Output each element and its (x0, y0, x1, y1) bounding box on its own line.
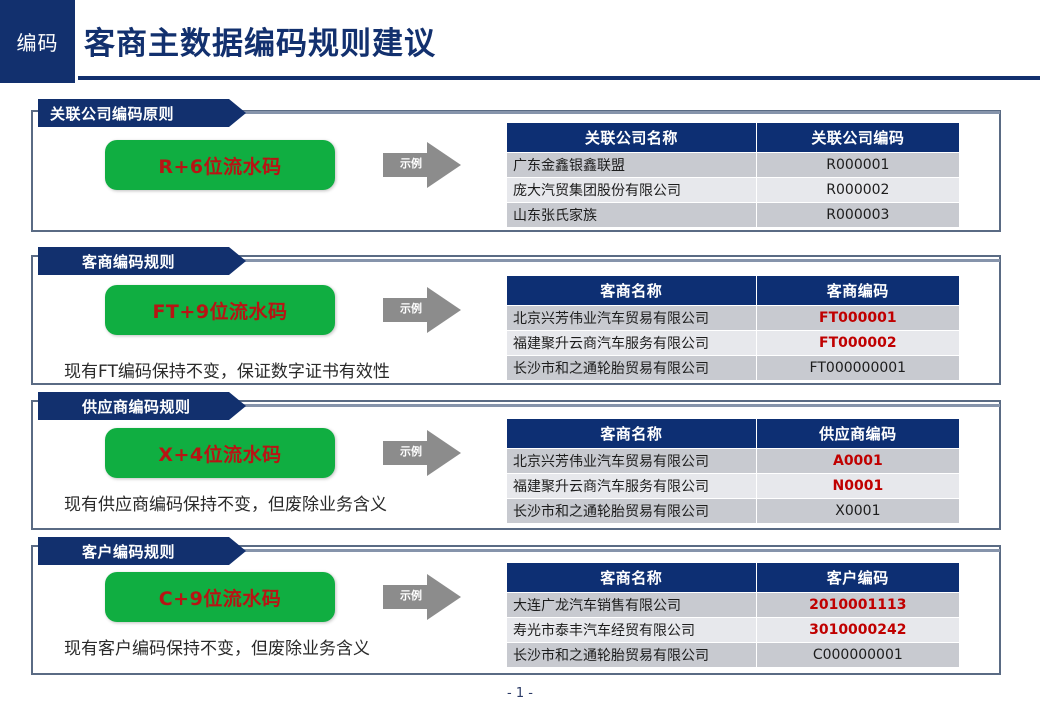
header-divider (78, 76, 1040, 80)
table-row: 大连广龙汽车销售有限公司 2010001113 (507, 593, 959, 617)
table-header-row: 客商名称 供应商编码 (507, 419, 959, 448)
cell-code: 3010000242 (756, 618, 959, 642)
rule-pill-1: R+6位流水码 (105, 140, 335, 190)
rule-pill-4: C+9位流水码 (105, 572, 335, 622)
example-table-1: 关联公司名称 关联公司编码 广东金鑫银鑫联盟 R000001 庞大汽贸集团股份有… (506, 122, 960, 228)
page-number: - 1 - (507, 686, 533, 701)
section-banner-label-1: 关联公司编码原则 (50, 104, 175, 123)
section-note-2: 现有FT编码保持不变，保证数字证书有效性 (64, 362, 390, 382)
cell-name: 广东金鑫银鑫联盟 (507, 153, 756, 177)
section-banner-line-2 (243, 259, 1000, 262)
arrow-shaft (383, 298, 435, 322)
cell-code: X0001 (756, 499, 959, 523)
table-row: 长沙市和之通轮胎贸易有限公司 X0001 (507, 499, 959, 523)
cell-code: R000003 (756, 203, 959, 227)
page-title: 客商主数据编码规则建议 (84, 26, 436, 62)
cell-code: 2010001113 (756, 593, 959, 617)
table-row: 北京兴芳伟业汽车贸易有限公司 A0001 (507, 449, 959, 473)
table-row: 长沙市和之通轮胎贸易有限公司 FT000000001 (507, 356, 959, 380)
arrow-label-1: 示例 (400, 157, 422, 170)
arrow-head-icon (427, 430, 461, 476)
column-header-name: 客商名称 (507, 419, 756, 448)
column-header-name: 关联公司名称 (507, 123, 756, 152)
cell-name: 福建聚升云商汽车服务有限公司 (507, 474, 756, 498)
section-banner-2: 客商编码规则 (38, 247, 246, 275)
table-header-row: 客商名称 客户编码 (507, 563, 959, 592)
cell-code: FT000002 (756, 331, 959, 355)
cell-name: 长沙市和之通轮胎贸易有限公司 (507, 643, 756, 667)
section-banner-line-1 (243, 111, 1000, 114)
arrow-label-2: 示例 (400, 302, 422, 315)
cell-name: 大连广龙汽车销售有限公司 (507, 593, 756, 617)
example-arrow-3: 示例 (383, 430, 461, 476)
arrow-label-4: 示例 (400, 589, 422, 602)
cell-code: C000000001 (756, 643, 959, 667)
cell-code: R000002 (756, 178, 959, 202)
example-arrow-4: 示例 (383, 574, 461, 620)
example-table-4: 客商名称 客户编码 大连广龙汽车销售有限公司 2010001113 寿光市泰丰汽… (506, 562, 960, 668)
column-header-code: 供应商编码 (756, 419, 959, 448)
table-header-row: 客商名称 客商编码 (507, 276, 959, 305)
example-arrow-2: 示例 (383, 287, 461, 333)
cell-name: 福建聚升云商汽车服务有限公司 (507, 331, 756, 355)
section-banner-4: 客户编码规则 (38, 537, 246, 565)
section-banner-3: 供应商编码规则 (38, 392, 246, 420)
rule-pill-3: X+4位流水码 (105, 428, 335, 478)
cell-code: R000001 (756, 153, 959, 177)
arrow-head-icon (427, 287, 461, 333)
section-note-3: 现有供应商编码保持不变，但废除业务含义 (64, 495, 387, 515)
table-row: 寿光市泰丰汽车经贸有限公司 3010000242 (507, 618, 959, 642)
column-header-code: 关联公司编码 (756, 123, 959, 152)
column-header-code: 客户编码 (756, 563, 959, 592)
cell-name: 寿光市泰丰汽车经贸有限公司 (507, 618, 756, 642)
cell-name: 山东张氏家族 (507, 203, 756, 227)
column-header-name: 客商名称 (507, 563, 756, 592)
cell-name: 北京兴芳伟业汽车贸易有限公司 (507, 306, 756, 330)
table-row: 广东金鑫银鑫联盟 R000001 (507, 153, 959, 177)
table-header-row: 关联公司名称 关联公司编码 (507, 123, 959, 152)
arrow-shaft (383, 153, 435, 177)
cell-code: FT000001 (756, 306, 959, 330)
column-header-name: 客商名称 (507, 276, 756, 305)
cell-code: A0001 (756, 449, 959, 473)
section-banner-line-3 (243, 404, 1000, 407)
slide-header: 编码 客商主数据编码规则建议 (0, 0, 1040, 86)
section-banner-label-4: 客户编码规则 (82, 542, 176, 561)
header-tag-badge: 编码 (0, 0, 75, 83)
table-row: 福建聚升云商汽车服务有限公司 N0001 (507, 474, 959, 498)
section-banner-1: 关联公司编码原则 (38, 99, 246, 127)
cell-code: N0001 (756, 474, 959, 498)
cell-name: 长沙市和之通轮胎贸易有限公司 (507, 499, 756, 523)
arrow-shaft (383, 441, 435, 465)
table-row: 长沙市和之通轮胎贸易有限公司 C000000001 (507, 643, 959, 667)
example-table-3: 客商名称 供应商编码 北京兴芳伟业汽车贸易有限公司 A0001 福建聚升云商汽车… (506, 418, 960, 524)
cell-name: 庞大汽贸集团股份有限公司 (507, 178, 756, 202)
cell-name: 长沙市和之通轮胎贸易有限公司 (507, 356, 756, 380)
arrow-head-icon (427, 142, 461, 188)
section-banner-line-4 (243, 549, 1000, 552)
section-banner-label-2: 客商编码规则 (82, 252, 176, 271)
arrow-head-icon (427, 574, 461, 620)
example-arrow-1: 示例 (383, 142, 461, 188)
cell-code: FT000000001 (756, 356, 959, 380)
section-note-4: 现有客户编码保持不变，但废除业务含义 (64, 639, 370, 659)
arrow-shaft (383, 585, 435, 609)
cell-name: 北京兴芳伟业汽车贸易有限公司 (507, 449, 756, 473)
table-row: 北京兴芳伟业汽车贸易有限公司 FT000001 (507, 306, 959, 330)
table-row: 庞大汽贸集团股份有限公司 R000002 (507, 178, 959, 202)
example-table-2: 客商名称 客商编码 北京兴芳伟业汽车贸易有限公司 FT000001 福建聚升云商… (506, 275, 960, 381)
arrow-label-3: 示例 (400, 445, 422, 458)
section-banner-label-3: 供应商编码规则 (82, 397, 191, 416)
table-row: 山东张氏家族 R000003 (507, 203, 959, 227)
column-header-code: 客商编码 (756, 276, 959, 305)
table-row: 福建聚升云商汽车服务有限公司 FT000002 (507, 331, 959, 355)
rule-pill-2: FT+9位流水码 (105, 285, 335, 335)
